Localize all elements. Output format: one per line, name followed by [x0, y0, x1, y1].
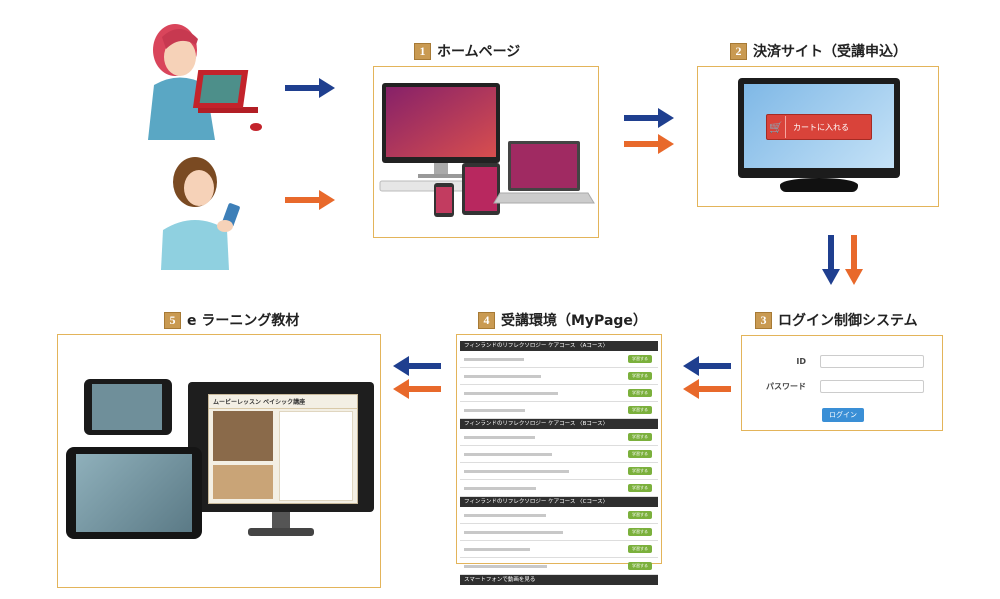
monitor-neck — [272, 512, 290, 530]
study-button[interactable]: 学習する — [628, 545, 652, 553]
tablet — [66, 447, 202, 539]
smartphone — [84, 379, 172, 435]
woman-with-smartphone-illustration — [161, 157, 240, 270]
mypage-lesson-row: 学習する — [460, 507, 658, 524]
study-button[interactable]: 学習する — [628, 467, 652, 475]
course-thumbs — [213, 465, 273, 499]
mypage-lesson-row: 学習する — [460, 368, 658, 385]
step-4-label: 受講環境（MyPage） — [501, 313, 647, 329]
study-button[interactable]: 学習する — [628, 528, 652, 536]
lesson-text-placeholder — [464, 357, 524, 361]
orange-arrow — [285, 190, 335, 210]
course-screen: ムービーレッスン ベイシック講座 — [208, 394, 358, 504]
study-button[interactable]: 学習する — [628, 484, 652, 492]
mypage-list: フィンランドのリフレクソロジー ケアコース 〈Aコース〉学習する学習する学習する… — [460, 341, 658, 585]
step-5-badge: 5 — [164, 311, 181, 329]
devices-illustration — [379, 83, 595, 217]
monitor-stand — [780, 178, 858, 192]
lesson-text-placeholder — [464, 408, 525, 412]
mypage-lesson-row: 学習する — [460, 429, 658, 446]
mypage-lesson-row: 学習する — [460, 351, 658, 368]
elearning-frame: ムービーレッスン ベイシック講座 — [57, 334, 381, 588]
step-1-badge: 1 — [414, 42, 431, 60]
desktop-monitor: ムービーレッスン ベイシック講座 — [188, 382, 374, 512]
blue-left-arrow — [683, 356, 731, 376]
lesson-text-placeholder — [464, 374, 541, 378]
step-3-title: 3 ログイン制御システム — [755, 310, 918, 330]
step-2-title: 2 決済サイト（受講申込） — [730, 41, 907, 61]
lesson-text-placeholder — [464, 391, 558, 395]
woman-with-laptop-illustration — [148, 24, 262, 140]
cart-button[interactable]: 🛒 カートに入れる — [766, 114, 872, 140]
orange-left-arrow — [393, 379, 441, 399]
lesson-text-placeholder — [464, 435, 535, 439]
mypage-lesson-row: 学習する — [460, 402, 658, 419]
study-button[interactable]: 学習する — [628, 355, 652, 363]
lesson-text-placeholder — [464, 530, 563, 534]
mypage-section-header: スマートフォンで動画を見る — [460, 575, 658, 585]
lesson-text-placeholder — [464, 452, 552, 456]
step-3-label: ログイン制御システム — [778, 313, 918, 329]
password-input[interactable] — [820, 380, 924, 393]
homepage-frame — [373, 66, 599, 238]
lesson-text-placeholder — [464, 547, 530, 551]
monitor-bezel: 🛒 カートに入れる — [738, 78, 900, 178]
blue-arrow — [285, 78, 335, 98]
mypage-lesson-row: 学習する — [460, 524, 658, 541]
smartphone-screen — [92, 384, 162, 430]
tablet-screen — [76, 454, 192, 532]
lesson-text-placeholder — [464, 486, 536, 490]
course-text-area — [279, 411, 353, 501]
monitor-base — [248, 528, 314, 536]
blue-left-arrow — [393, 356, 441, 376]
mypage-lesson-row: 学習する — [460, 541, 658, 558]
orange-arrow — [624, 134, 674, 154]
mypage-frame: フィンランドのリフレクソロジー ケアコース 〈Aコース〉学習する学習する学習する… — [456, 334, 662, 585]
mypage-section-header: フィンランドのリフレクソロジー ケアコース 〈Aコース〉 — [460, 341, 658, 351]
mypage-lesson-row: 学習する — [460, 558, 658, 575]
id-row: ID — [784, 355, 924, 368]
course-title: ムービーレッスン ベイシック講座 — [209, 395, 357, 409]
study-button[interactable]: 学習する — [628, 511, 652, 519]
step-1-label: ホームページ — [437, 44, 521, 60]
step-5-title: 5 e ラーニング教材 — [164, 310, 299, 330]
study-button[interactable]: 学習する — [628, 406, 652, 414]
login-button[interactable]: ログイン — [822, 408, 864, 422]
mypage-lesson-row: 学習する — [460, 480, 658, 497]
step-5-label: e ラーニング教材 — [187, 313, 300, 329]
payment-site-frame: 🛒 カートに入れる — [697, 66, 939, 207]
cart-icon: 🛒 — [767, 116, 786, 138]
mypage-lesson-row: 学習する — [460, 463, 658, 480]
orange-down-arrow — [845, 235, 863, 285]
step-2-badge: 2 — [730, 42, 747, 60]
lesson-text-placeholder — [464, 513, 546, 517]
step-4-title: 4 受講環境（MyPage） — [478, 310, 647, 330]
cart-button-label: カートに入れる — [793, 122, 849, 132]
password-label: パスワード — [766, 382, 806, 391]
course-video — [213, 411, 273, 461]
study-button[interactable]: 学習する — [628, 450, 652, 458]
lesson-text-placeholder — [464, 469, 569, 473]
mypage-section-header: フィンランドのリフレクソロジー ケアコース 〈Bコース〉 — [460, 419, 658, 429]
study-button[interactable]: 学習する — [628, 389, 652, 397]
mypage-section-header: フィンランドのリフレクソロジー ケアコース 〈Cコース〉 — [460, 497, 658, 507]
orange-left-arrow — [683, 379, 731, 399]
study-button[interactable]: 学習する — [628, 372, 652, 380]
login-system-frame: ID パスワード ログイン — [741, 335, 943, 431]
id-input[interactable] — [820, 355, 924, 368]
step-4-badge: 4 — [478, 311, 495, 329]
lesson-text-placeholder — [464, 564, 547, 568]
step-1-title: 1 ホームページ — [414, 41, 520, 61]
mypage-lesson-row: 学習する — [460, 446, 658, 463]
mypage-lesson-row: 学習する — [460, 385, 658, 402]
step-3-badge: 3 — [755, 311, 772, 329]
password-row: パスワード — [756, 380, 924, 393]
study-button[interactable]: 学習する — [628, 433, 652, 441]
blue-arrow — [624, 108, 674, 128]
id-label: ID — [796, 357, 806, 366]
study-button[interactable]: 学習する — [628, 562, 652, 570]
blue-down-arrow — [822, 235, 840, 285]
step-2-label: 決済サイト（受講申込） — [753, 44, 907, 60]
monitor-screen: 🛒 カートに入れる — [744, 84, 894, 168]
